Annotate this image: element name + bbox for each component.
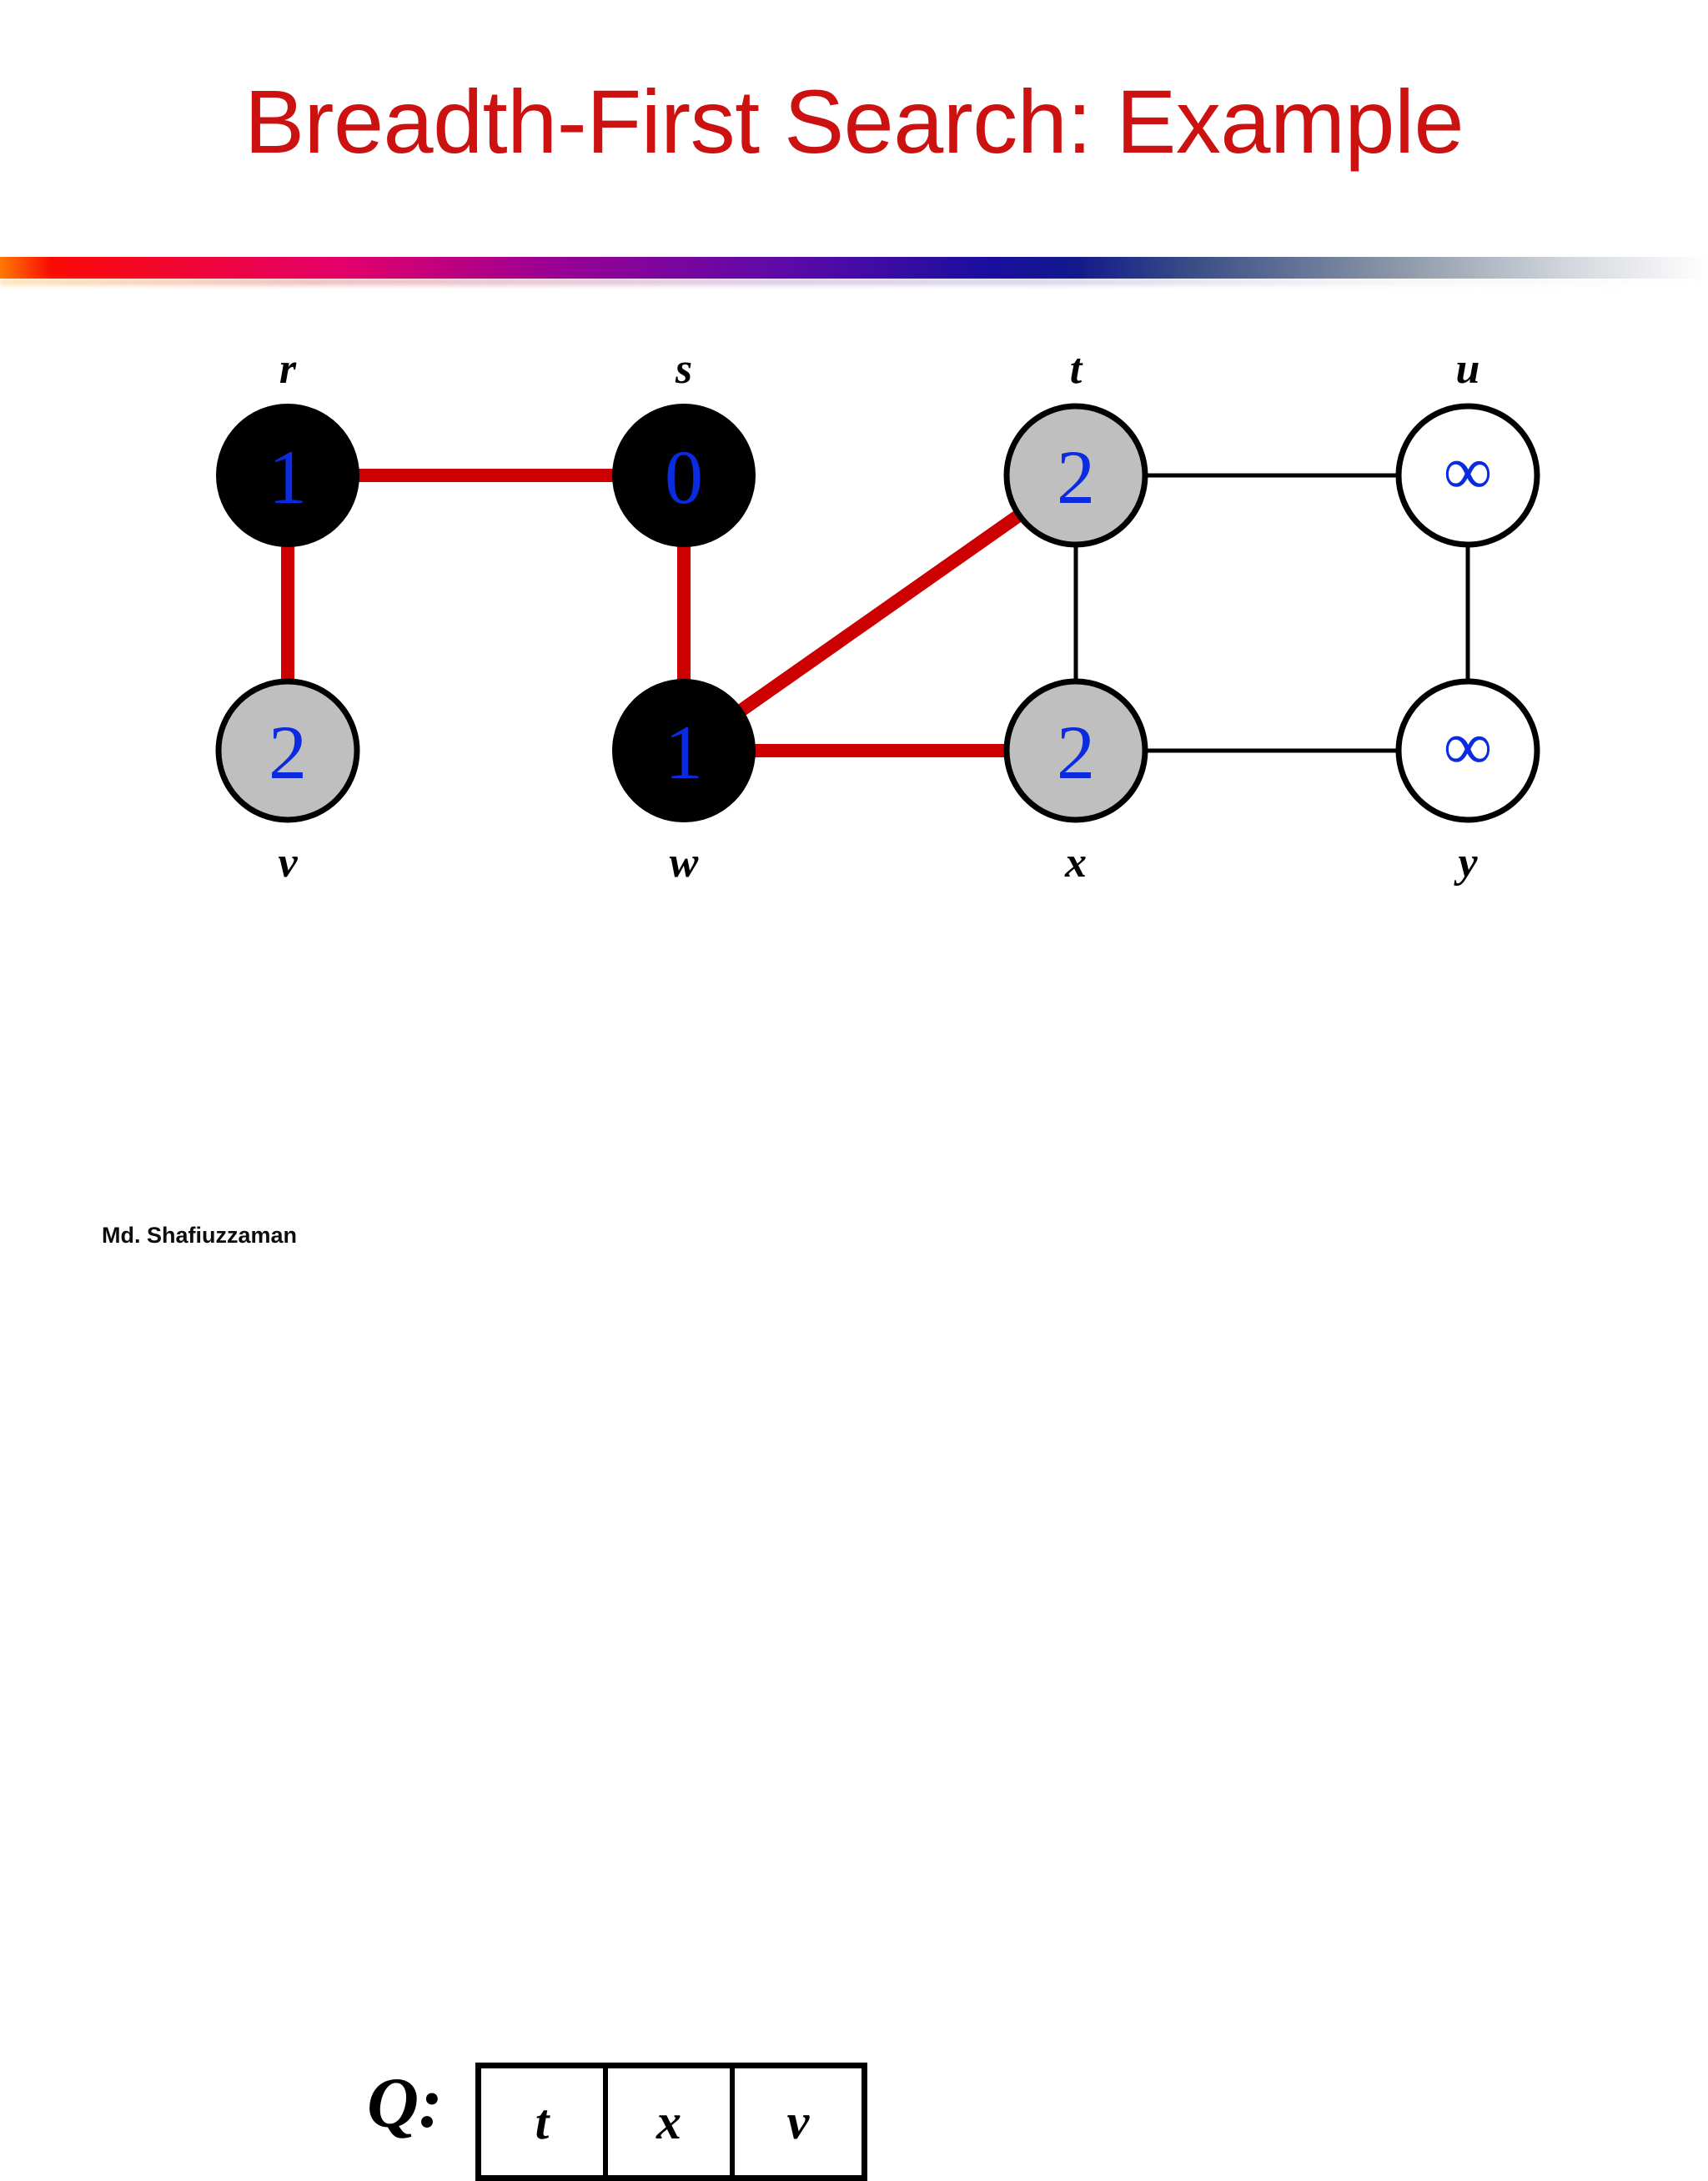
graph-node-value-w: 1 <box>665 710 703 795</box>
footer-author: Md. Shafiuzzaman <box>102 1223 298 1248</box>
graph-node-label-w: w <box>670 839 699 887</box>
graph-node-t[interactable] <box>1003 403 1148 548</box>
queue-label: Q: <box>367 2063 443 2143</box>
graph-node-u[interactable] <box>1395 403 1540 548</box>
graph-node-x[interactable] <box>1003 678 1148 823</box>
graph-node-label-x: x <box>1064 839 1087 887</box>
graph-node-y[interactable] <box>1395 678 1540 823</box>
queue-cell[interactable]: v <box>786 2093 810 2149</box>
graph-node-value-t: 2 <box>1057 435 1095 520</box>
graph-node-value-y: ∞ <box>1444 708 1492 784</box>
graph-node-value-s: 0 <box>665 435 703 520</box>
bfs-graph-figure: 1 0 2 ∞ 2 1 2 ∞ r s t u v w x y <box>0 300 1708 917</box>
queue-cell[interactable]: t <box>481 2068 608 2175</box>
graph-node-label-y: y <box>1453 839 1478 887</box>
graph-node-v[interactable] <box>215 678 360 823</box>
graph-node-s[interactable] <box>612 404 756 547</box>
gradient-divider <box>0 257 1708 279</box>
graph-node-value-r: 1 <box>269 435 307 520</box>
graph-node-label-v: v <box>278 839 298 887</box>
queue-cell[interactable]: x <box>608 2068 735 2175</box>
bfs-graph-svg: 1 0 2 ∞ 2 1 2 ∞ r s t u v w x y <box>215 345 1540 887</box>
graph-node-layer: 1 0 2 ∞ 2 1 2 ∞ <box>215 403 1540 823</box>
graph-node-label-r: r <box>279 345 297 393</box>
graph-node-value-v: 2 <box>269 710 307 795</box>
graph-node-label-u: u <box>1456 345 1480 393</box>
graph-edge-layer <box>281 469 1470 757</box>
graph-node-r[interactable] <box>216 404 359 547</box>
graph-edge-w-t <box>680 470 1080 756</box>
graph-node-w[interactable] <box>612 679 756 822</box>
graph-node-label-t: t <box>1070 345 1083 393</box>
graph-node-value-x: 2 <box>1057 710 1095 795</box>
graph-node-label-s: s <box>675 345 692 393</box>
page-title: Breadth-First Search: Example <box>244 71 1464 172</box>
graph-node-value-u: ∞ <box>1444 433 1492 509</box>
gradient-divider-shadow <box>0 279 1708 285</box>
